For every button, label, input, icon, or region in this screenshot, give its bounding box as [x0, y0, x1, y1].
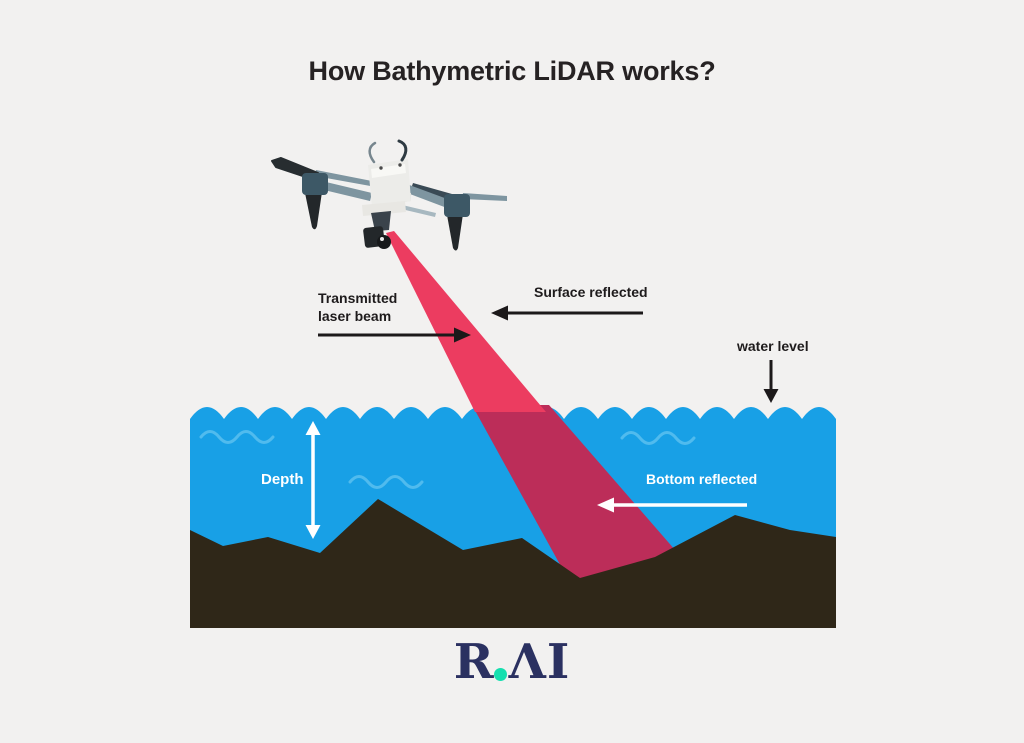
drone-left-arm [324, 182, 372, 201]
surface-reflected-arrow [491, 305, 643, 321]
drone-front-arm [397, 204, 436, 217]
wave-squiggle-middle [348, 475, 424, 489]
drone-right-prop-gray-blade [462, 193, 507, 201]
logo-letter-r: R [453, 634, 495, 690]
drone-left-motor-pod [302, 173, 328, 195]
brand-logo: R ΛI [0, 638, 1024, 686]
drone-right-motor-pod [444, 194, 470, 217]
label-water-level: water level [737, 338, 809, 354]
depth-arrowhead-down [305, 525, 321, 539]
drone-right-arm [402, 183, 450, 208]
drone-right-prop-dark-blade [411, 183, 452, 200]
transmitted-laser-arrowhead [454, 327, 471, 343]
bottom-reflected-arrow [597, 497, 747, 513]
label-transmitted-laser-beam: Transmitted laser beam [318, 290, 398, 325]
wave-squiggle-right [620, 431, 696, 445]
drone-icon [271, 139, 507, 251]
drone-body-dot-left [379, 166, 383, 170]
water-level-arrow [763, 360, 779, 403]
seafloor [190, 499, 836, 628]
wave-decorations [199, 430, 696, 489]
label-surface-reflected: Surface reflected [534, 284, 648, 300]
drone-left-antenna [368, 141, 377, 164]
logo-dot [493, 668, 507, 681]
label-depth: Depth [261, 471, 304, 488]
drone-right-antenna [397, 139, 408, 162]
drone-gimbal-mount [371, 211, 391, 231]
drone-camera-lens [377, 235, 391, 249]
drone-body-dot-right [398, 163, 402, 167]
wave-squiggle-left [199, 430, 275, 444]
surface-reflected-arrowhead [491, 305, 508, 321]
water-level-arrowhead [763, 389, 779, 403]
drone-left-prop-gray-blade [315, 170, 377, 187]
transmitted-laser-arrow [318, 327, 471, 343]
drone-camera-lens-highlight [380, 237, 384, 241]
laser-beam-transmitted [386, 231, 546, 412]
drone-gimbal-bracket [362, 201, 406, 216]
depth-arrow [305, 421, 321, 539]
label-bottom-reflected: Bottom reflected [646, 471, 758, 487]
drone-body-top [371, 164, 406, 178]
depth-arrowhead-up [305, 421, 321, 435]
laser-beam-underwater [472, 405, 682, 590]
bottom-reflected-arrowhead [597, 497, 614, 513]
drone-left-leg [305, 192, 322, 230]
page-title: How Bathymetric LiDAR works? [308, 56, 716, 86]
logo-letters-ai: ΛI [508, 634, 571, 690]
drone-right-leg [447, 214, 463, 251]
